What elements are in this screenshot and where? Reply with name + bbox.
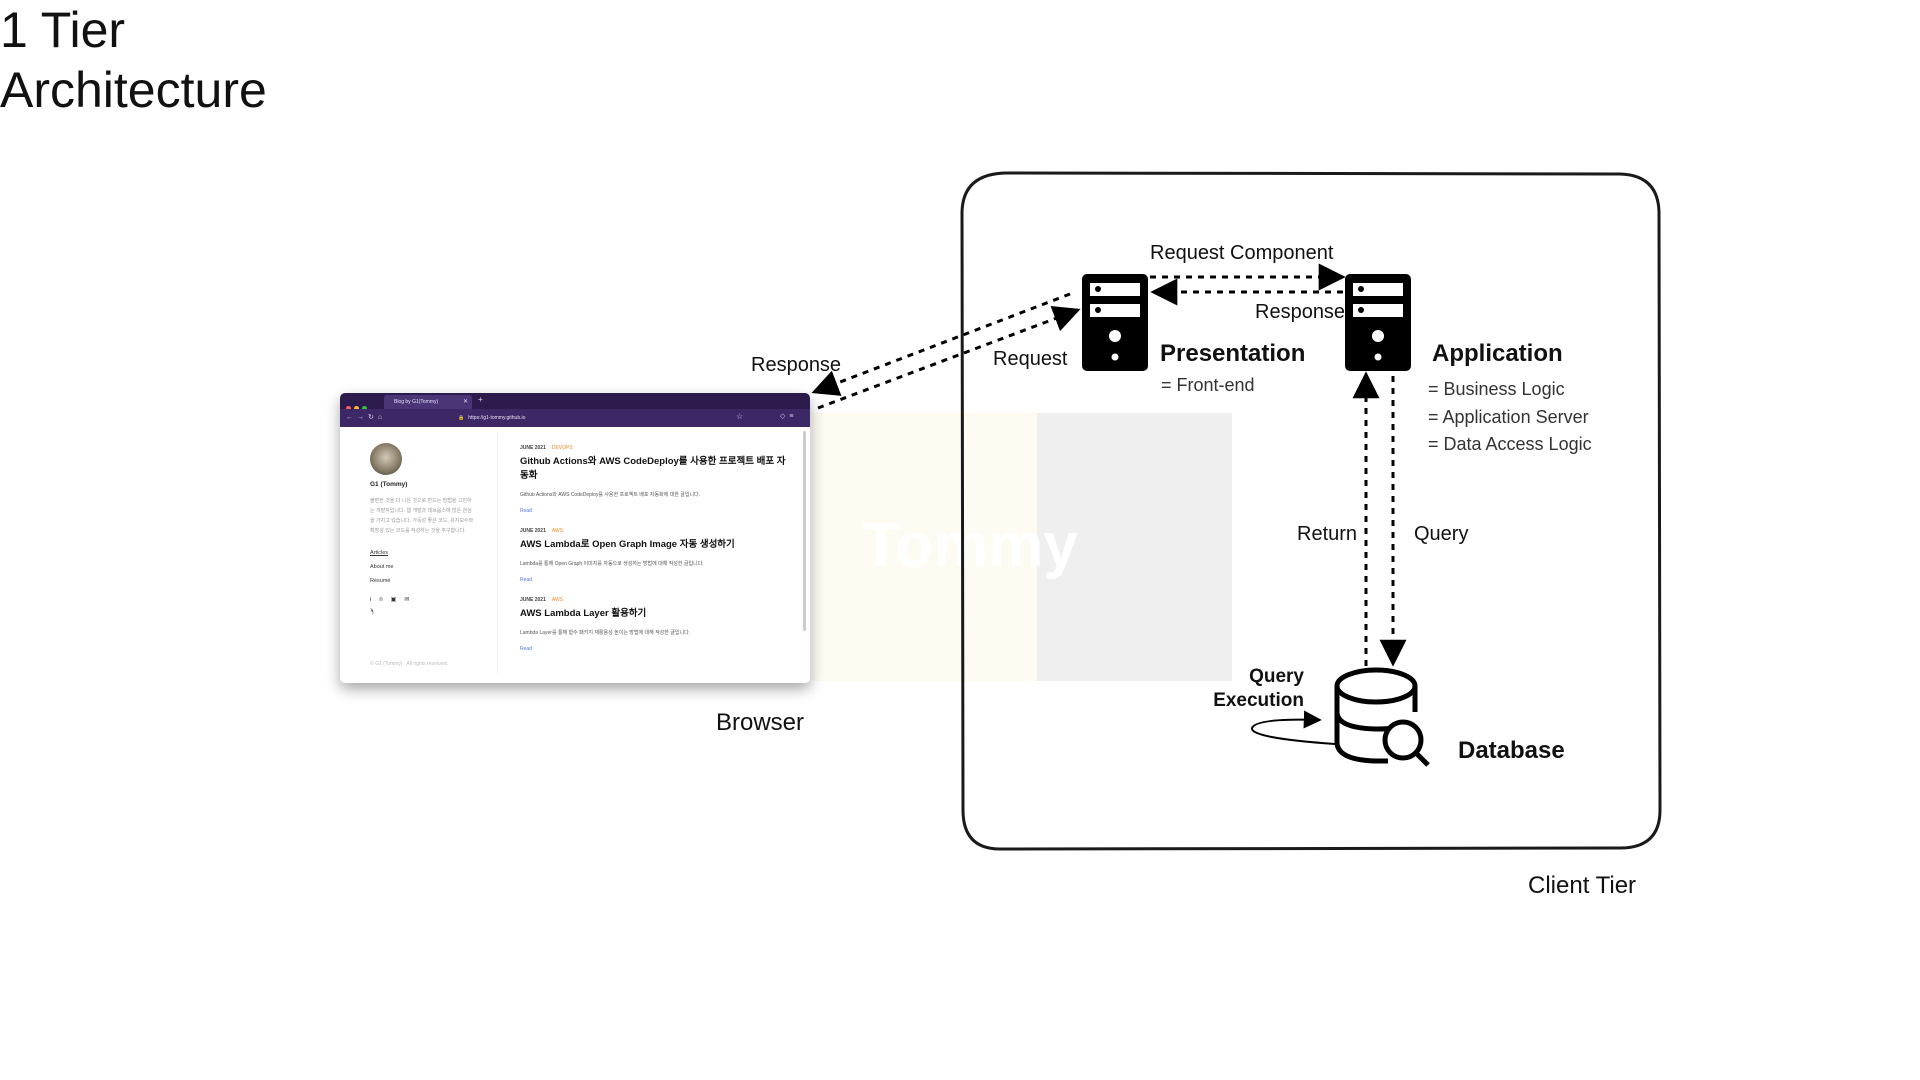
url-bar: 🔒https://g1-tommy.github.io — [458, 413, 698, 423]
post-date: JUNE 2021 — [520, 528, 546, 534]
profile-bio: 불편한 것을 더 나은 것으로 만드는 방법을 고민하는 개발자입니다. 웹 개… — [370, 498, 474, 534]
post-item: JUNE 2021 AWS AWS Lambda Layer 활용하기 Lambd… — [520, 597, 790, 652]
nav-resume: Résumé — [370, 578, 391, 584]
post-desc: Lambda를 통해 Open Graph 이미지를 자동으로 생성하는 방법에… — [520, 561, 704, 567]
github-icon: ▣ — [390, 597, 405, 603]
profile-name: G1 (Tommy) — [370, 481, 408, 488]
post-date: JUNE 2021 — [520, 597, 546, 603]
bookmark-star-icon: ☆ — [736, 412, 744, 421]
blog-nav: Articles About me Résumé — [370, 546, 480, 588]
post-desc: Lambda Layer를 통해 함수 패키지 재활용성 높이는 방법에 대해 … — [520, 630, 691, 636]
application-sub-3: = Data Access Logic — [1428, 434, 1592, 454]
maximize-dot-icon — [362, 406, 367, 411]
lock-icon: 🔒 — [458, 415, 465, 421]
sidebar-divider — [497, 433, 498, 673]
presentation-server-icon — [1082, 274, 1148, 371]
title-line-1: 1 Tier — [0, 2, 126, 58]
post-desc: Github Actions와 AWS CodeDeploy를 사용한 프로젝트… — [520, 492, 701, 498]
browser-screenshot: Blog by G1(Tommy) ✕ + ←→↻⌂ 🔒https://g1-t… — [340, 393, 810, 683]
toolbar-menu-icon: ◇≡ — [780, 413, 798, 420]
query-execution-label-2: Execution — [1213, 690, 1304, 711]
browser-toolbar: ←→↻⌂ 🔒https://g1-tommy.github.io ☆ ◇≡ — [340, 409, 810, 427]
post-date: JUNE 2021 — [520, 445, 546, 451]
linkedin-icon: in — [370, 597, 391, 603]
application-sub-1: = Business Logic — [1428, 379, 1565, 399]
overlay-panel-left — [812, 413, 1037, 681]
social-icons: in▣✉ — [370, 596, 480, 603]
post-title: Github Actions와 AWS CodeDeploy를 사용한 프로젝트… — [520, 456, 786, 481]
nav-buttons-icon: ←→↻⌂ — [346, 414, 387, 421]
browser-tab: Blog by G1(Tommy) ✕ — [384, 395, 472, 409]
scrollbar — [803, 431, 806, 631]
client-tier-box — [960, 171, 1662, 851]
post-item: JUNE 2021 DEVOPS Github Actions와 AWS Code… — [520, 445, 790, 514]
nav-about: About me — [370, 564, 394, 570]
response-top-label: Response — [1255, 301, 1346, 323]
query-execution-label-1: Query — [1249, 666, 1304, 687]
client-tier-label: Client Tier — [1528, 872, 1637, 899]
url-text: https://g1-tommy.github.io — [468, 415, 526, 421]
query-label: Query — [1414, 523, 1469, 545]
application-server-icon — [1345, 274, 1411, 371]
overlay-tommy-text: Tommy — [862, 511, 1078, 580]
tab-title: Blog by G1(Tommy) — [394, 399, 439, 405]
mail-icon: ✉ — [404, 597, 418, 603]
post-tag: AWS — [551, 597, 564, 603]
rss-icon: ϡ — [370, 609, 374, 615]
blog-post-list: JUNE 2021 DEVOPS Github Actions와 AWS Code… — [520, 445, 790, 666]
post-item: JUNE 2021 AWS AWS Lambda로 Open Graph Imag… — [520, 528, 790, 583]
presentation-sub-label: = Front-end — [1161, 375, 1255, 395]
browser-tab-bar: Blog by G1(Tommy) ✕ + — [340, 393, 810, 411]
post-title: AWS Lambda Layer 활용하기 — [520, 608, 647, 619]
post-tag: DEVOPS — [551, 445, 573, 451]
browser-label: Browser — [716, 709, 805, 736]
overlay-panel-right — [1037, 413, 1232, 681]
blog-sidebar: G1 (Tommy) 불편한 것을 더 나은 것으로 만드는 방법을 고민하는 … — [370, 443, 480, 615]
query-execution-loop-arrow — [1251, 710, 1336, 745]
new-tab-icon: + — [478, 395, 483, 404]
nav-articles: Articles — [370, 550, 389, 556]
request-label: Request — [993, 348, 1068, 370]
presentation-label: Presentation — [1160, 340, 1306, 367]
copyright-text: © G1 (Tommy) . All rights reserved. — [370, 661, 448, 667]
post-read-link: Read — [520, 577, 532, 583]
application-label: Application — [1432, 340, 1563, 367]
post-title: AWS Lambda로 Open Graph Image 자동 생성하기 — [520, 539, 735, 550]
return-label: Return — [1297, 523, 1358, 545]
tab-close-icon: ✕ — [462, 399, 468, 405]
application-sub-2: = Application Server — [1428, 407, 1589, 427]
post-read-link: Read — [520, 646, 532, 652]
database-search-icon — [1334, 667, 1430, 767]
request-component-label: Request Component — [1150, 242, 1334, 264]
response-arrow-to-browser — [811, 292, 1071, 396]
page-title: 1 Tier Architecture — [0, 0, 1920, 120]
post-tag: AWS — [551, 528, 564, 534]
close-dot-icon — [346, 406, 351, 411]
post-read-link: Read — [520, 508, 532, 514]
request-arrow-to-presentation — [817, 305, 1081, 410]
title-line-2: Architecture — [0, 62, 267, 118]
avatar — [370, 443, 402, 475]
minimize-dot-icon — [354, 406, 359, 411]
response-left-label: Response — [751, 354, 842, 376]
database-label: Database — [1458, 737, 1565, 764]
